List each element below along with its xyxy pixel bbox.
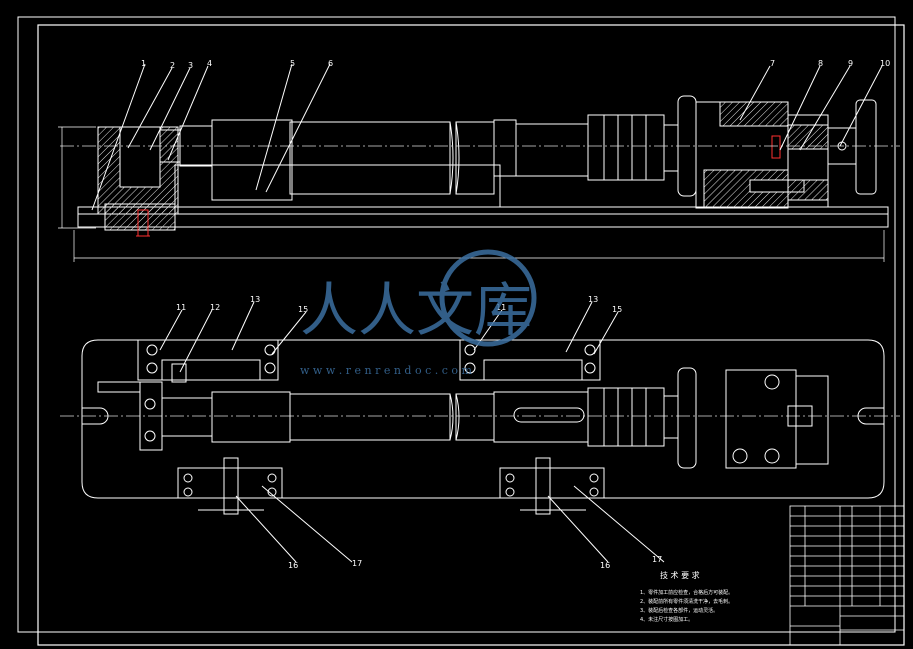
balloon: 9 [848, 59, 853, 68]
balloon: 12 [210, 303, 220, 312]
balloon: 7 [770, 59, 775, 68]
plan-housing [725, 369, 797, 469]
plan-view [60, 301, 900, 563]
base-plate [81, 339, 885, 499]
watermark-text: 人人文库 [300, 276, 532, 344]
balloon: 16 [600, 561, 610, 570]
bottom-clamp-right [499, 467, 605, 499]
technical-requirements: 技 术 要 求 1、零件加工前应检查，合格后方可装配。 2、装配前所有零件须清洗… [640, 570, 733, 623]
base-rail [77, 206, 889, 228]
balloon: 8 [818, 59, 823, 68]
title-block [789, 505, 905, 646]
balloon: 10 [880, 59, 890, 68]
balloon: 13 [250, 295, 260, 304]
balloon: 15 [298, 305, 308, 314]
balloon: 11 [176, 303, 186, 312]
balloon: 1 [141, 59, 146, 68]
outer-frame [17, 16, 896, 633]
balloon-labels-plan: 11 12 13 15 11 13 15 16 17 16 17 [176, 295, 662, 570]
tech-req-line: 3、装配后检查各部件，运动灵活。 [640, 607, 718, 614]
watermark-logo: 人人文库 w w w . r e n r e n d o c . c o m [300, 249, 537, 377]
balloon: 16 [288, 561, 298, 570]
tech-req-line: 2、装配前所有零件须清洗干净，去毛刺。 [640, 598, 733, 605]
balloon: 3 [188, 61, 193, 70]
bottom-clamp-left [177, 467, 283, 499]
balloon: 11 [496, 303, 506, 312]
tech-req-title: 技 术 要 求 [660, 570, 700, 580]
handwheel [855, 99, 877, 195]
balloon: 13 [588, 295, 598, 304]
balloon: 5 [290, 59, 295, 68]
tech-req-line: 1、零件加工前应检查，合格后方可装配。 [640, 589, 733, 596]
watermark-url: w w w . r e n r e n d o c . c o m [300, 364, 472, 377]
balloon: 17 [652, 555, 662, 564]
plan-shaft [289, 393, 451, 441]
main-shaft [289, 121, 451, 195]
balloon-labels-side: 1 2 3 4 5 6 7 8 9 10 [141, 59, 890, 70]
balloon: 6 [328, 59, 333, 68]
support-block [174, 164, 501, 208]
threaded-collar [587, 114, 679, 181]
balloon: 15 [612, 305, 622, 314]
inner-frame [37, 24, 905, 646]
side-view [58, 63, 900, 262]
balloon: 17 [352, 559, 362, 568]
balloon: 4 [207, 59, 212, 68]
balloon: 2 [170, 61, 175, 70]
tech-req-line: 4、未注尺寸按图加工。 [640, 616, 693, 623]
